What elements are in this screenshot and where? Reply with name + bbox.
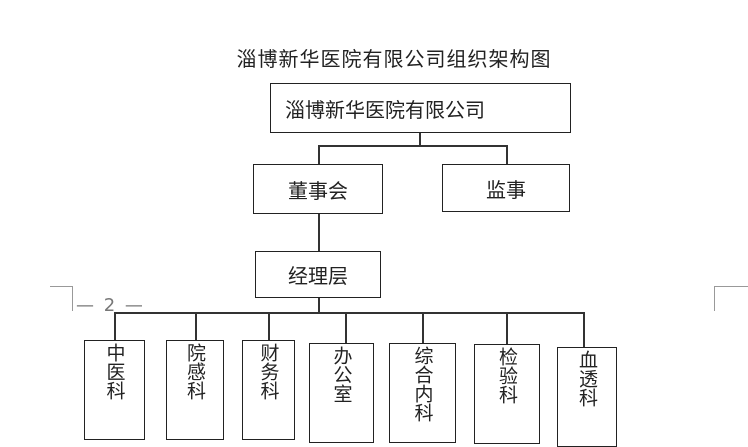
node-board: 董事会 <box>253 164 383 214</box>
connector-management-down <box>318 297 320 313</box>
department-label: 检验科 <box>496 347 518 404</box>
connector-dept-7 <box>583 312 585 347</box>
node-management-label: 经理层 <box>288 264 348 288</box>
department-label: 综合内科 <box>411 346 434 422</box>
node-department: 办公室 <box>309 343 374 443</box>
connector-dept-5 <box>422 312 424 343</box>
node-supervisor-label: 监事 <box>486 177 526 202</box>
page-number: — 2 — <box>76 295 145 316</box>
node-management: 经理层 <box>255 251 381 298</box>
connector-dept-2 <box>195 312 197 340</box>
connector-department-bar <box>114 312 584 314</box>
department-label: 院感科 <box>184 343 206 400</box>
connector-dept-4 <box>345 312 347 343</box>
node-department: 综合内科 <box>389 343 456 443</box>
node-department: 财务科 <box>242 340 295 440</box>
department-label: 财务科 <box>257 343 280 400</box>
connector-to-supervisor <box>506 145 508 164</box>
department-label: 办公室 <box>330 346 353 403</box>
node-department: 检验科 <box>474 344 540 444</box>
department-label: 中医科 <box>103 343 126 400</box>
crop-mark-right <box>714 286 748 311</box>
connector-dept-6 <box>506 312 508 344</box>
chart-title: 淄博新华医院有限公司组织架构图 <box>236 47 552 71</box>
connector-dept-1 <box>114 312 116 340</box>
node-root-label: 淄博新华医院有限公司 <box>285 97 485 122</box>
crop-mark-left <box>50 286 73 311</box>
connector-board-supervisor-bar <box>318 145 507 147</box>
connector-board-to-management <box>318 213 320 252</box>
node-supervisor: 监事 <box>442 164 570 212</box>
connector-dept-3 <box>268 312 270 340</box>
node-department: 中医科 <box>84 340 145 440</box>
node-board-label: 董事会 <box>288 178 348 203</box>
connector-root-down <box>419 132 421 146</box>
node-root: 淄博新华医院有限公司 <box>270 83 571 133</box>
node-department: 院感科 <box>166 340 224 440</box>
node-department: 血透科 <box>557 347 617 447</box>
connector-to-board <box>318 145 320 164</box>
department-label: 血透科 <box>576 350 598 407</box>
